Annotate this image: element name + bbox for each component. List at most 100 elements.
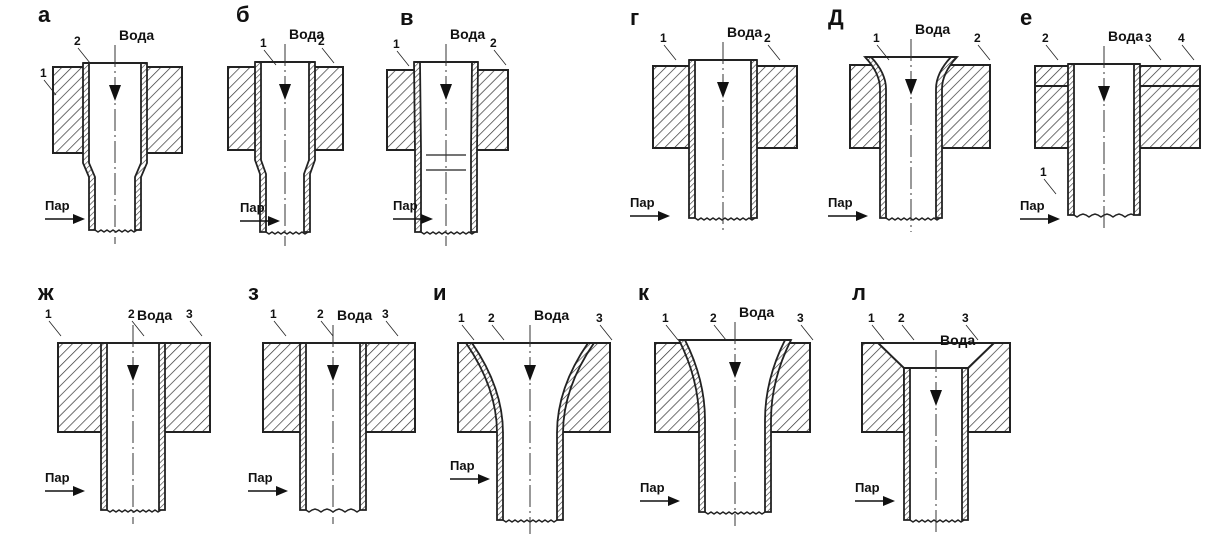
callout-leader <box>321 47 335 64</box>
tube-bore <box>1068 64 1140 215</box>
tube-wall-left <box>688 59 696 219</box>
callout-number: 3 <box>797 311 804 325</box>
steam-label: Пар <box>1020 198 1045 213</box>
callout-leader <box>965 324 979 341</box>
callout-leader <box>1043 178 1057 195</box>
panel-letter: Д <box>828 5 844 30</box>
panel-letter: л <box>852 280 866 305</box>
steam-arrow-icon <box>668 496 680 506</box>
tube-wall-right <box>961 367 969 521</box>
callout-number: 1 <box>873 31 880 45</box>
water-label: Вода <box>940 332 975 348</box>
steam-arrow-icon <box>421 214 433 224</box>
callout-number: 2 <box>317 307 324 321</box>
callout-number: 2 <box>764 31 771 45</box>
callout-number: 2 <box>1042 31 1049 45</box>
panel-letter: в <box>400 5 414 30</box>
steam-label: Пар <box>855 480 880 495</box>
water-arrow-icon <box>930 390 942 406</box>
callout-leader <box>977 44 991 61</box>
tube-break-line <box>94 229 138 233</box>
callout-number: 3 <box>1145 31 1152 45</box>
water-arrow-icon <box>440 84 452 100</box>
callout-leader <box>263 49 277 66</box>
panel-letter: а <box>38 2 51 27</box>
tube-wall-left <box>100 342 108 511</box>
water-arrow-icon <box>524 365 536 381</box>
steam-label: Пар <box>240 200 265 215</box>
callout-leader <box>713 324 727 341</box>
panel-letter: и <box>433 280 447 305</box>
panel-letter: е <box>1020 5 1032 30</box>
callout-number: 4 <box>1178 31 1185 45</box>
callout-leader <box>385 320 399 337</box>
water-label: Вода <box>289 26 324 42</box>
callout-number: 3 <box>596 311 603 325</box>
tube-break-line <box>106 509 162 513</box>
water-arrow-icon <box>279 84 291 100</box>
steam-label: Пар <box>248 470 273 485</box>
callout-number: 1 <box>660 31 667 45</box>
callout-number: 2 <box>710 311 717 325</box>
tube-break-line <box>420 231 476 235</box>
callout-number: 1 <box>45 307 52 321</box>
callout-number: 1 <box>270 307 277 321</box>
panel-letter: ж <box>37 280 54 305</box>
water-arrow-icon <box>127 365 139 381</box>
panel-letter: к <box>638 280 650 305</box>
callout-leader <box>461 324 475 341</box>
steam-label: Пар <box>45 470 70 485</box>
callout-number: 2 <box>318 34 325 48</box>
callout-number: 3 <box>186 307 193 321</box>
water-label: Вода <box>137 307 172 323</box>
steam-arrow-icon <box>73 486 85 496</box>
steam-arrow-icon <box>73 214 85 224</box>
callout-number: 1 <box>1040 165 1047 179</box>
callout-leader <box>396 50 410 67</box>
callout-number: 1 <box>662 311 669 325</box>
callout-leader <box>493 49 507 66</box>
callout-leader <box>876 44 890 61</box>
water-arrow-icon <box>1098 86 1110 102</box>
tube-wall-right <box>1133 63 1141 216</box>
callout-leader <box>767 44 781 61</box>
tube-break-line <box>885 217 941 221</box>
water-label: Вода <box>915 21 950 37</box>
tube-wall-right <box>158 342 166 511</box>
callout-leader <box>43 79 57 96</box>
steam-arrow-icon <box>856 211 868 221</box>
callout-leader <box>491 324 505 341</box>
callout-leader <box>871 324 885 341</box>
tube-wall-right <box>470 61 479 233</box>
tube-wall-right <box>935 56 959 219</box>
callout-number: 1 <box>40 66 47 80</box>
tube-wall-left <box>903 367 911 521</box>
steam-arrow-icon <box>268 216 280 226</box>
panel-letter: г <box>630 5 639 30</box>
callout-leader <box>663 44 677 61</box>
water-arrow-icon <box>905 79 917 95</box>
steam-arrow-icon <box>883 496 895 506</box>
tube-break-line <box>265 231 309 235</box>
water-label: Вода <box>727 24 762 40</box>
tube-wall-right <box>750 59 758 219</box>
steam-label: Пар <box>45 198 70 213</box>
callout-leader <box>1045 44 1059 61</box>
steam-arrow-icon <box>1048 214 1060 224</box>
tube-wall-left <box>1067 63 1075 216</box>
tube-wall-right <box>134 62 148 231</box>
callout-leader <box>189 320 203 337</box>
panel-letter: б <box>236 2 250 27</box>
tube-bore <box>904 368 968 520</box>
callout-number: 2 <box>490 36 497 50</box>
tube-break-line <box>909 519 965 523</box>
